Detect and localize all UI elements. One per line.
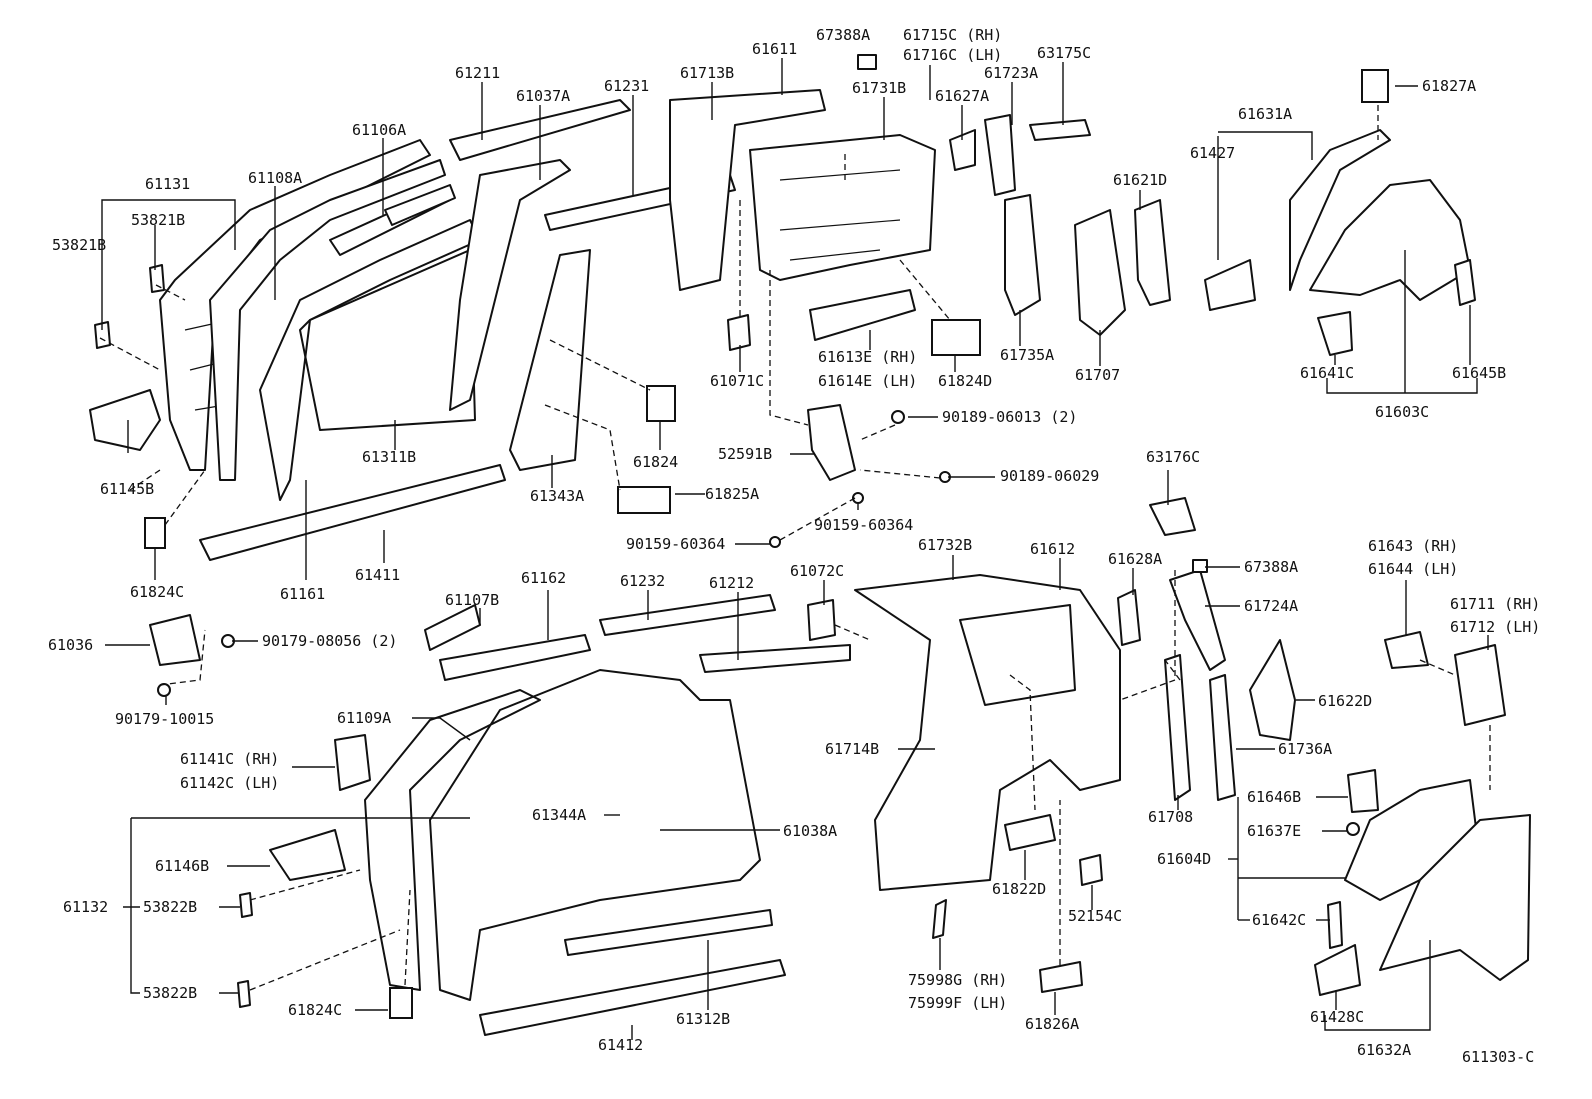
label-61827A: 61827A bbox=[1422, 77, 1476, 95]
label-90159-60364-a: 90159-60364 bbox=[814, 516, 913, 534]
label-61632A: 61632A bbox=[1357, 1041, 1411, 1059]
label-61628A: 61628A bbox=[1108, 550, 1162, 568]
label-61824C-top: 61824C bbox=[130, 583, 184, 601]
label-61822D: 61822D bbox=[992, 880, 1046, 898]
label-61109A: 61109A bbox=[337, 709, 391, 727]
label-61412: 61412 bbox=[598, 1036, 643, 1054]
label-61162: 61162 bbox=[521, 569, 566, 587]
label-61343A: 61343A bbox=[530, 487, 584, 505]
label-53821B-b: 53821B bbox=[52, 236, 106, 254]
label-61646B: 61646B bbox=[1247, 788, 1301, 806]
label-61312B: 61312B bbox=[676, 1010, 730, 1028]
label-61038A: 61038A bbox=[783, 822, 837, 840]
label-61108A: 61108A bbox=[248, 169, 302, 187]
label-61132: 61132 bbox=[63, 898, 108, 916]
label-75998G: 75998G (RH) bbox=[908, 971, 1007, 989]
label-61708: 61708 bbox=[1148, 808, 1193, 826]
label-61712: 61712 (LH) bbox=[1450, 618, 1540, 636]
label-61212: 61212 bbox=[709, 574, 754, 592]
label-61641C: 61641C bbox=[1300, 364, 1354, 382]
label-61311B: 61311B bbox=[362, 448, 416, 466]
label-61622D: 61622D bbox=[1318, 692, 1372, 710]
label-61824: 61824 bbox=[633, 453, 678, 471]
label-61141C: 61141C (RH) bbox=[180, 750, 279, 768]
label-61631A: 61631A bbox=[1238, 105, 1292, 123]
part-labels: 61211 61037A 61231 61713B 61611 67388A 6… bbox=[48, 26, 1540, 1066]
label-61711: 61711 (RH) bbox=[1450, 595, 1540, 613]
label-90179-08056: 90179-08056 (2) bbox=[262, 632, 397, 650]
label-61211: 61211 bbox=[455, 64, 500, 82]
dashed-guides bbox=[99, 105, 1491, 991]
label-61072C: 61072C bbox=[790, 562, 844, 580]
label-52591B: 52591B bbox=[718, 445, 772, 463]
label-61826A: 61826A bbox=[1025, 1015, 1079, 1033]
label-61604D: 61604D bbox=[1157, 850, 1211, 868]
label-61231: 61231 bbox=[604, 77, 649, 95]
label-61037A: 61037A bbox=[516, 87, 570, 105]
label-61723A: 61723A bbox=[984, 64, 1038, 82]
label-61736A: 61736A bbox=[1278, 740, 1332, 758]
part-outlines bbox=[89, 54, 1531, 1036]
label-63176C: 63176C bbox=[1146, 448, 1200, 466]
label-61142C: 61142C (LH) bbox=[180, 774, 279, 792]
label-61714B: 61714B bbox=[825, 740, 879, 758]
label-61731B: 61731B bbox=[852, 79, 906, 97]
label-90189-06029: 90189-06029 bbox=[1000, 467, 1099, 485]
label-61428C: 61428C bbox=[1310, 1008, 1364, 1026]
label-90179-10015: 90179-10015 bbox=[115, 710, 214, 728]
label-61344A: 61344A bbox=[532, 806, 586, 824]
leader-lines bbox=[101, 58, 1489, 1040]
label-67388A-bottom: 67388A bbox=[1244, 558, 1298, 576]
label-61637E: 61637E bbox=[1247, 822, 1301, 840]
label-61603C: 61603C bbox=[1375, 403, 1429, 421]
label-61071C: 61071C bbox=[710, 372, 764, 390]
label-61613E: 61613E (RH) bbox=[818, 348, 917, 366]
label-61131: 61131 bbox=[145, 175, 190, 193]
label-52154C: 52154C bbox=[1068, 907, 1122, 925]
label-61146B: 61146B bbox=[155, 857, 209, 875]
label-61161: 61161 bbox=[280, 585, 325, 603]
label-61614E: 61614E (LH) bbox=[818, 372, 917, 390]
label-61106A: 61106A bbox=[352, 121, 406, 139]
label-53822B-b: 53822B bbox=[143, 984, 197, 1002]
label-61715C: 61715C (RH) bbox=[903, 26, 1002, 44]
label-90159-60364-b: 90159-60364 bbox=[626, 535, 725, 553]
label-61643: 61643 (RH) bbox=[1368, 537, 1458, 555]
label-61145B: 61145B bbox=[100, 480, 154, 498]
label-61644: 61644 (LH) bbox=[1368, 560, 1458, 578]
label-61707: 61707 bbox=[1075, 366, 1120, 384]
label-61645B: 61645B bbox=[1452, 364, 1506, 382]
label-61621D: 61621D bbox=[1113, 171, 1167, 189]
label-61612: 61612 bbox=[1030, 540, 1075, 558]
label-61716C: 61716C (LH) bbox=[903, 46, 1002, 64]
label-63175C: 63175C bbox=[1037, 44, 1091, 62]
label-53822B-a: 53822B bbox=[143, 898, 197, 916]
label-61732B: 61732B bbox=[918, 536, 972, 554]
label-61724A: 61724A bbox=[1244, 597, 1298, 615]
label-61107B: 61107B bbox=[445, 591, 499, 609]
label-61611: 61611 bbox=[752, 40, 797, 58]
label-611303-C: 611303-C bbox=[1462, 1048, 1534, 1066]
label-61825A: 61825A bbox=[705, 485, 759, 503]
label-61036: 61036 bbox=[48, 636, 93, 654]
label-61232: 61232 bbox=[620, 572, 665, 590]
label-67388A-top: 67388A bbox=[816, 26, 870, 44]
label-61427: 61427 bbox=[1190, 144, 1235, 162]
label-61713B: 61713B bbox=[680, 64, 734, 82]
label-61824D: 61824D bbox=[938, 372, 992, 390]
label-75999F: 75999F (LH) bbox=[908, 994, 1007, 1012]
label-90189-06013: 90189-06013 (2) bbox=[942, 408, 1077, 426]
label-61735A: 61735A bbox=[1000, 346, 1054, 364]
label-53821B-a: 53821B bbox=[131, 211, 185, 229]
label-61642C: 61642C bbox=[1252, 911, 1306, 929]
label-61411: 61411 bbox=[355, 566, 400, 584]
label-61627A: 61627A bbox=[935, 87, 989, 105]
label-61824C-bottom: 61824C bbox=[288, 1001, 342, 1019]
